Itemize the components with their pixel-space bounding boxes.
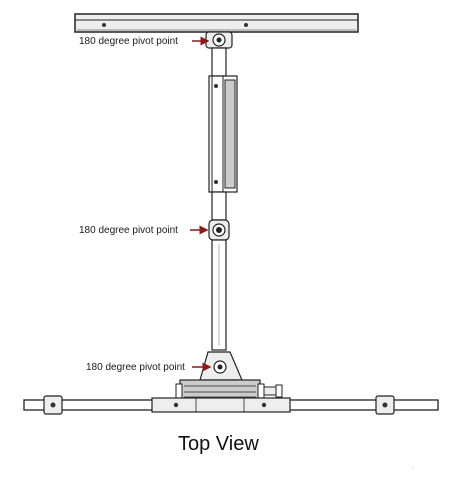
callout-top-pivot: 180 degree pivot point xyxy=(79,36,210,47)
upper-arm-tube xyxy=(211,47,227,77)
middle-pivot-joint xyxy=(208,219,230,241)
callout-middle-pivot: 180 degree pivot point xyxy=(79,225,209,236)
arm-clamp-plate xyxy=(208,75,238,193)
top-mounting-bar xyxy=(74,13,359,33)
callout-label-top: 180 degree pivot point xyxy=(79,36,178,47)
left-slide-clamp xyxy=(43,395,63,415)
lower-arm-tube xyxy=(211,239,227,351)
callout-label-middle: 180 degree pivot point xyxy=(79,225,178,236)
top-pivot-bracket xyxy=(205,31,233,49)
right-slide-clamp xyxy=(375,395,395,415)
corner-mark: . xyxy=(412,461,414,470)
callout-bottom-pivot: 180 degree pivot point xyxy=(86,362,212,373)
lower-pivot-bracket xyxy=(199,351,243,381)
bottom-cross-bar xyxy=(23,397,439,413)
middle-arm-tube xyxy=(211,191,227,221)
callout-label-bottom: 180 degree pivot point xyxy=(86,362,185,373)
view-title: Top View xyxy=(178,433,259,455)
